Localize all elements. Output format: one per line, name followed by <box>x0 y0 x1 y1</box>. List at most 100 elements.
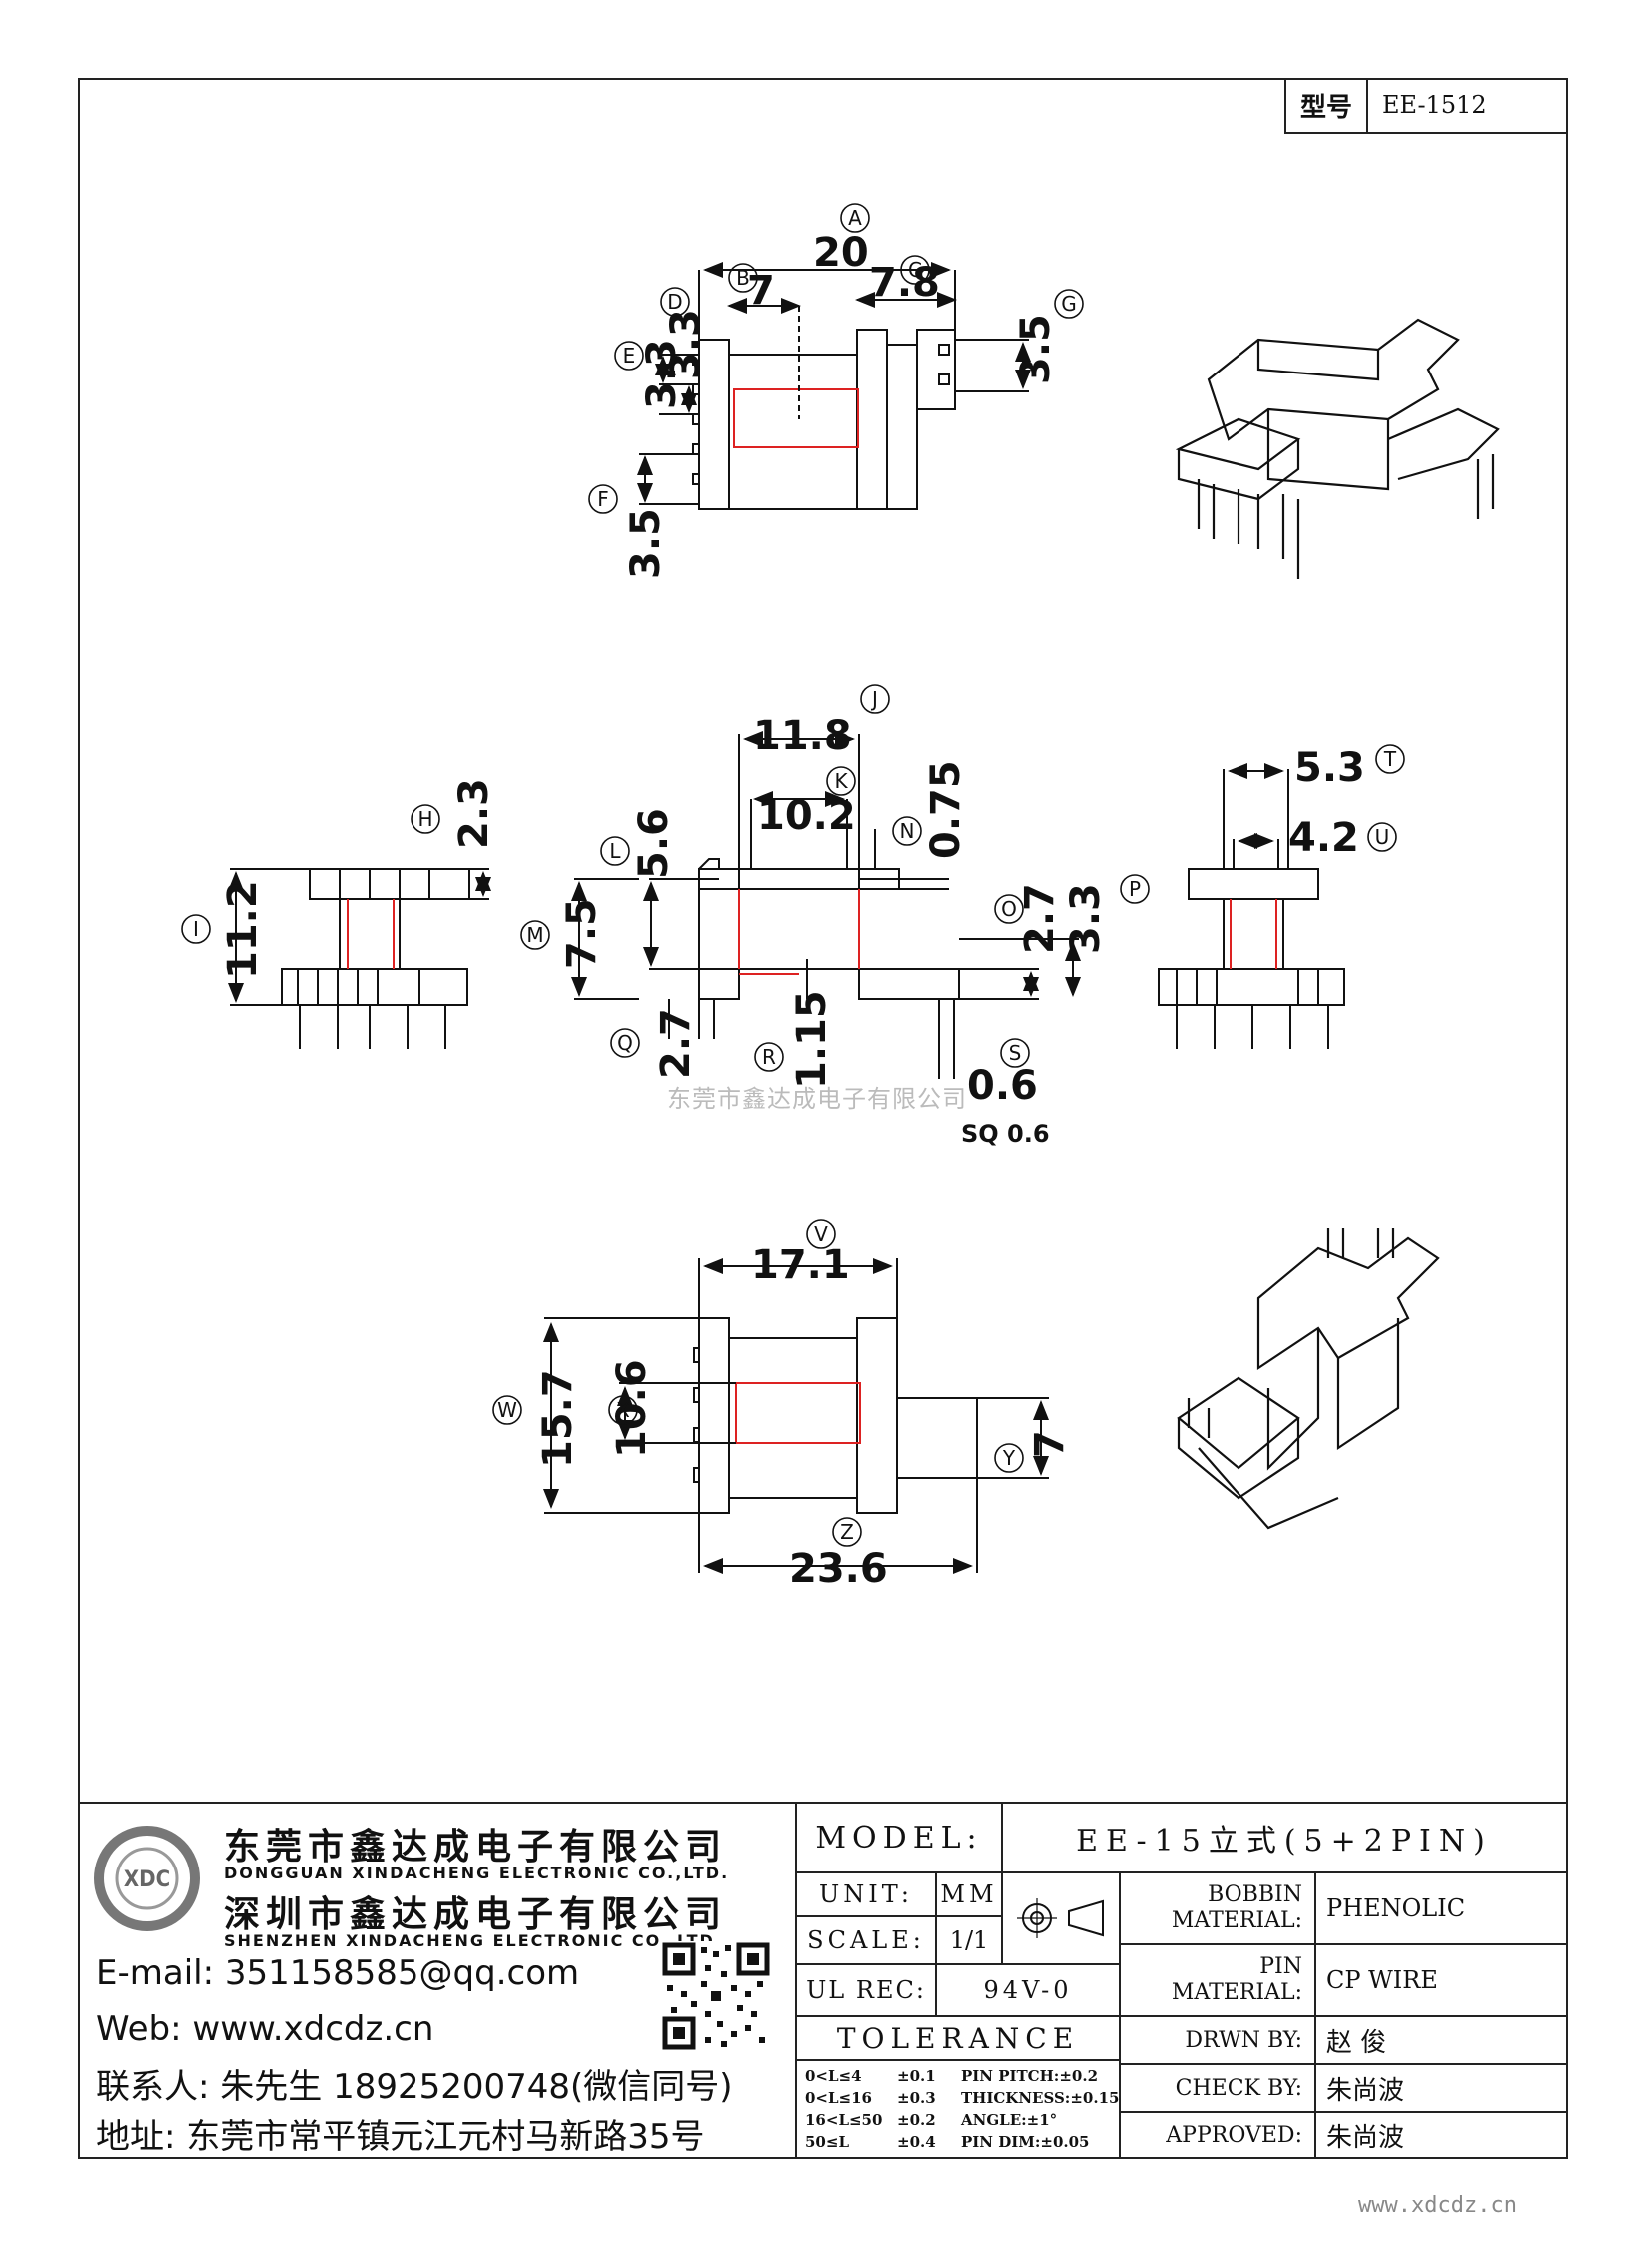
projection-symbol <box>1003 1873 1121 1965</box>
pin-label-line-2: MATERIAL: <box>1171 1980 1302 2005</box>
tol-range-4: 50≤L <box>805 2133 849 2151</box>
right-side-view <box>1158 868 1345 1049</box>
svg-text:E: E <box>623 344 636 368</box>
tol-spec-2: THICKNESS:±0.15 <box>961 2089 1120 2107</box>
svg-text:M: M <box>526 923 543 947</box>
dim-O-value: 2.7 <box>1017 883 1063 954</box>
model-number-label: 型号 <box>1286 78 1368 132</box>
dim-N-value: 0.75 <box>923 760 969 859</box>
dim-L-value: 5.6 <box>631 808 677 879</box>
svg-text:D: D <box>667 290 682 314</box>
tol-range-3: 16<L≤50 <box>805 2111 883 2129</box>
company-logo-text: XDC <box>124 1868 170 1892</box>
svg-text:J: J <box>870 687 878 711</box>
bottom-view <box>693 1317 978 1514</box>
svg-text:S: S <box>1009 1041 1022 1065</box>
svg-text:V: V <box>814 1222 828 1246</box>
tol-spec-1: PIN PITCH:±0.2 <box>961 2067 1098 2085</box>
scale-label: SCALE: <box>797 1917 937 1965</box>
company-contact-person: 联系人: 朱先生 18925200748(微信同号) <box>96 2067 733 2107</box>
check-by-label: CHECK BY: <box>1121 2065 1316 2113</box>
qr-code-image <box>661 1941 771 2051</box>
svg-text:F: F <box>597 487 609 511</box>
model-value: EE-15立式(5+2PIN) <box>1003 1804 1568 1873</box>
dim-A-value: 20 <box>813 230 869 276</box>
svg-text:Z: Z <box>840 1520 854 1544</box>
approved-by-value: 朱尚波 <box>1316 2113 1568 2159</box>
tol-spec-4: PIN DIM:±0.05 <box>961 2133 1090 2151</box>
svg-text:X: X <box>616 1398 630 1422</box>
bobbin-material-value: PHENOLIC <box>1316 1873 1568 1945</box>
svg-text:N: N <box>900 819 915 843</box>
tol-value-4: ±0.4 <box>897 2133 936 2151</box>
technical-drawing: 20 7 7.8 3.5 3.3 3.3 3.5 11.8 10.2 5.6 7… <box>181 203 1500 1592</box>
company-panel: XDC 东莞市鑫达成电子有限公司 DONGGUAN XINDACHENG ELE… <box>78 1804 797 2159</box>
svg-text:C: C <box>908 258 922 282</box>
svg-text:T: T <box>1383 747 1397 771</box>
dim-W-value: 15.7 <box>535 1369 581 1468</box>
pin-square-note: SQ 0.6 <box>961 1120 1050 1148</box>
isometric-view-bottom <box>1177 1228 1440 1530</box>
ul-rec-label: UL REC: <box>797 1965 937 2017</box>
svg-text:U: U <box>1375 825 1390 849</box>
bobbin-label-line-2: MATERIAL: <box>1171 1908 1302 1933</box>
model-label: MODEL: <box>797 1804 1003 1873</box>
dim-E-value: 3.3 <box>639 339 685 409</box>
svg-text:K: K <box>834 769 848 793</box>
dim-B-value: 7 <box>747 268 775 314</box>
company-name-cn-1: 东莞市鑫达成电子有限公司 <box>224 1827 728 1868</box>
dim-Y-value: 7 <box>1027 1430 1073 1458</box>
dim-X-value: 10.6 <box>609 1359 655 1458</box>
svg-text:L: L <box>609 839 621 863</box>
dim-J-value: 11.8 <box>753 713 852 759</box>
dim-U-value: 4.2 <box>1288 815 1359 861</box>
ul-rec-value: 94V-0 <box>937 1965 1121 2017</box>
reference-callouts <box>181 203 1405 1547</box>
pin-material-value: CP WIRE <box>1316 1945 1568 2017</box>
dim-G-value: 3.5 <box>1013 314 1059 384</box>
title-block: XDC 东莞市鑫达成电子有限公司 DONGGUAN XINDACHENG ELE… <box>78 1802 1568 2159</box>
unit-value: MM <box>937 1873 1003 1917</box>
dim-H-value: 2.3 <box>451 778 497 849</box>
dim-I-value: 11.2 <box>220 880 266 979</box>
tol-value-2: ±0.3 <box>897 2089 936 2107</box>
unit-label: UNIT: <box>797 1873 937 1917</box>
company-email: E-mail: 351158585@qq.com <box>96 1953 580 1993</box>
pin-label-line-1: PIN <box>1259 1954 1302 1979</box>
check-by-value: 朱尚波 <box>1316 2065 1568 2113</box>
svg-text:B: B <box>736 266 750 290</box>
company-name-cn-2: 深圳市鑫达成电子有限公司 <box>224 1894 728 1935</box>
tolerance-label: TOLERANCE <box>797 2017 1121 2061</box>
dim-Z-value: 23.6 <box>789 1546 888 1592</box>
company-address: 地址: 东莞市常平镇元江元村马新路35号 <box>96 2117 705 2157</box>
svg-text:Y: Y <box>1002 1446 1016 1470</box>
dim-F-value: 3.5 <box>623 508 669 579</box>
top-view <box>692 329 956 510</box>
bobbin-material-label: BOBBIN MATERIAL: <box>1121 1873 1316 1945</box>
drawn-by-value: 赵 俊 <box>1316 2017 1568 2065</box>
svg-text:P: P <box>1129 877 1141 901</box>
dim-P-value: 3.3 <box>1063 883 1109 954</box>
tol-spec-3: ANGLE:±1° <box>961 2111 1058 2129</box>
svg-text:Q: Q <box>617 1031 633 1055</box>
svg-text:W: W <box>497 1398 517 1422</box>
model-number-box: 型号 EE-1512 <box>1284 78 1568 134</box>
title-grid: MODEL: EE-15立式(5+2PIN) UNIT: MM SCALE: 1… <box>797 1804 1568 2159</box>
company-logo: XDC <box>94 1826 200 1931</box>
tolerance-table: 0<L≤4 ±0.1 PIN PITCH:±0.2 0<L≤16 ±0.3 TH… <box>797 2061 1121 2159</box>
svg-text:G: G <box>1061 292 1077 316</box>
svg-text:R: R <box>762 1045 776 1069</box>
dim-R-value: 1.15 <box>789 990 835 1089</box>
svg-text:A: A <box>848 206 862 230</box>
dim-K-value: 10.2 <box>757 793 856 839</box>
company-name-en-1: DONGGUAN XINDACHENG ELECTRONIC CO.,LTD. <box>224 1864 730 1882</box>
left-side-view <box>281 868 470 1049</box>
dim-S-value: 0.6 <box>967 1063 1038 1109</box>
svg-text:I: I <box>193 917 199 941</box>
model-number-value: EE-1512 <box>1382 91 1487 119</box>
scale-value: 1/1 <box>937 1917 1003 1965</box>
approved-by-label: APPROVED: <box>1121 2113 1316 2159</box>
tol-value-3: ±0.2 <box>897 2111 936 2129</box>
drawn-by-label: DRWN BY: <box>1121 2017 1316 2065</box>
